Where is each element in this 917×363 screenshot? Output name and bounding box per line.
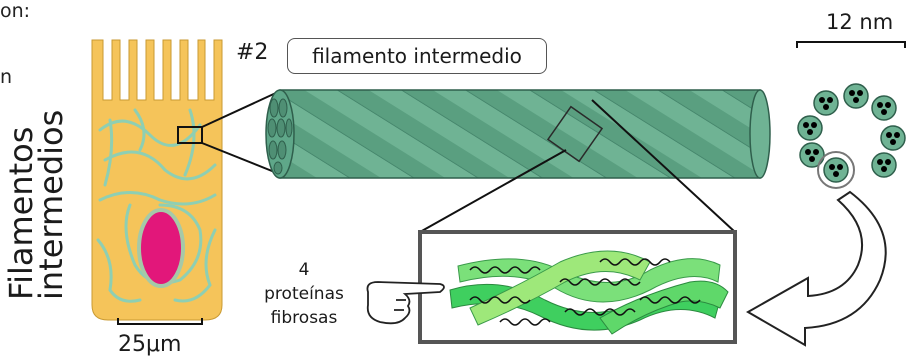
nucleus — [137, 208, 185, 288]
scale-label-nm: 12 nm — [826, 10, 894, 34]
filament-number-label: #2 — [236, 40, 269, 65]
curved-arrow-icon — [745, 190, 887, 347]
text-fragment-top: on: — [0, 0, 31, 22]
zoom-line-right — [591, 99, 736, 233]
protein-box — [418, 230, 737, 344]
protein-count: 4 — [298, 260, 310, 280]
filament-network — [96, 108, 217, 303]
filament-title-label: filamento intermedio — [287, 38, 547, 74]
scale-bar-nm — [796, 41, 906, 48]
zoom-box-cell — [177, 126, 203, 144]
zoom-line-bottom — [201, 142, 283, 176]
epithelial-cell — [91, 39, 223, 321]
vertical-title-line2: intermedios — [32, 109, 70, 300]
vertical-title: Filamentos intermedios — [2, 60, 70, 300]
filament-cylinder — [265, 89, 771, 179]
cross-section-ring — [797, 83, 906, 189]
pointing-hand-icon — [366, 281, 445, 325]
zoom-line-top — [201, 91, 279, 128]
scale-label-um: 25μm — [118, 332, 182, 357]
fibrous-proteins-label: 4 proteínas fibrosas — [244, 258, 364, 330]
zoom-line-left — [419, 149, 567, 233]
scale-bar-um — [117, 318, 203, 325]
text-fragment-left: n — [0, 66, 13, 88]
protein-label-line1: proteínas — [264, 284, 344, 304]
protein-label-line2: fibrosas — [270, 308, 338, 328]
